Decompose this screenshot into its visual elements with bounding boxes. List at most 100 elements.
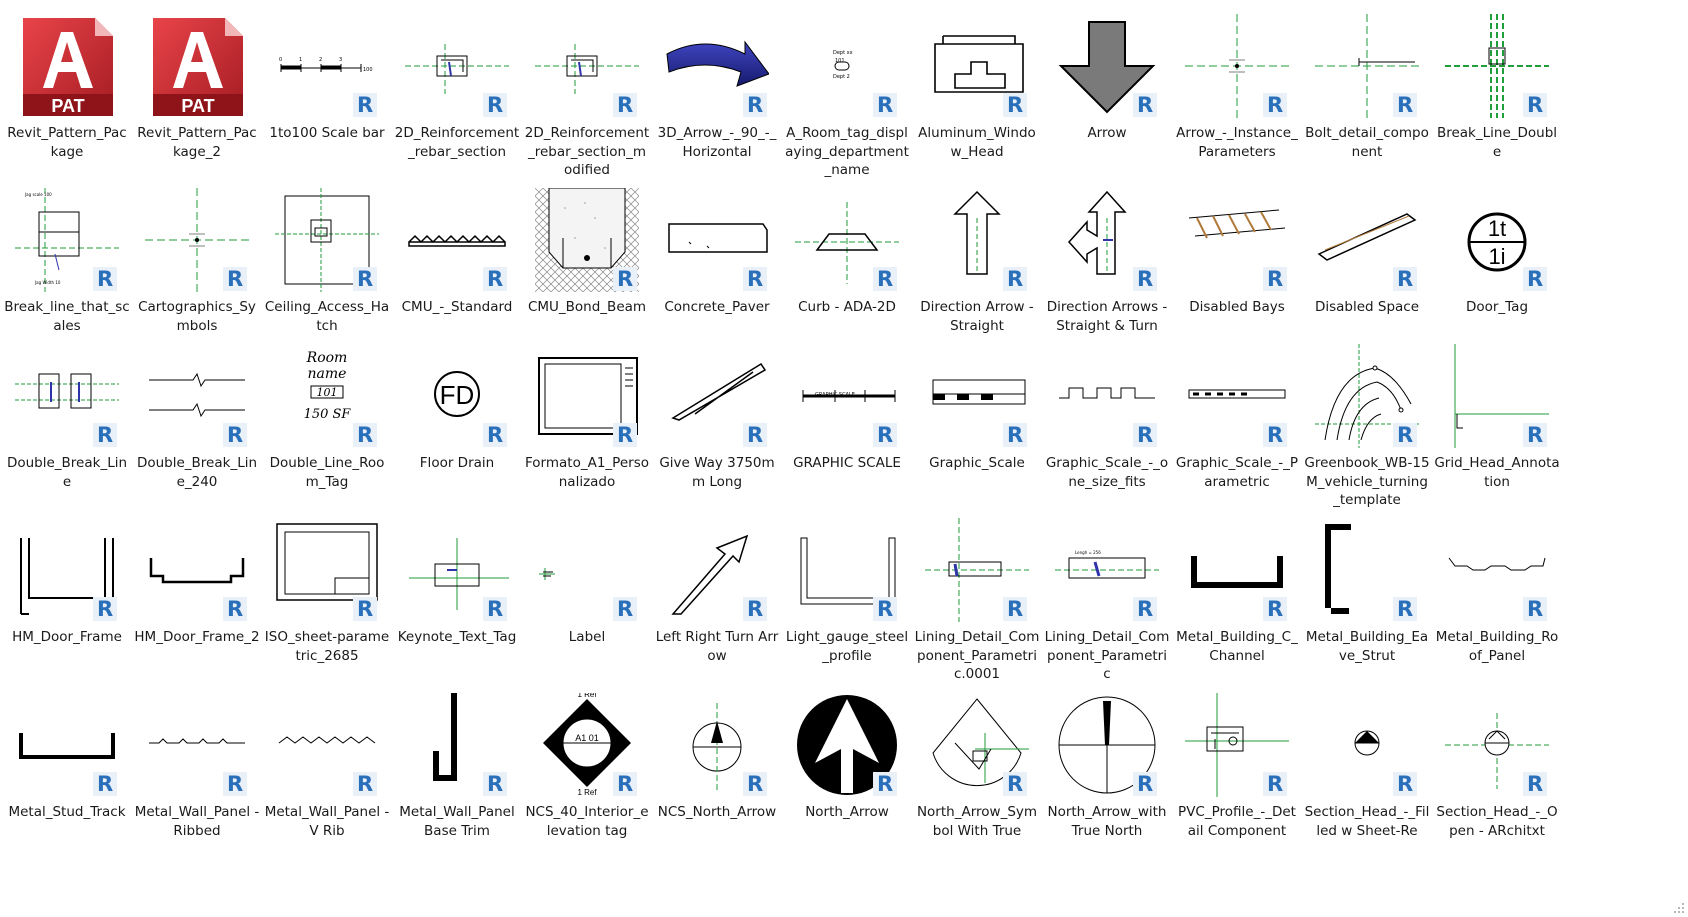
revit-badge-letter: R <box>747 93 764 117</box>
window-head-icon <box>925 14 1029 118</box>
revit-badge-letter: R <box>1137 93 1154 117</box>
revit-family-badge-icon: R <box>93 267 117 291</box>
revit-family-badge-icon: R <box>1393 267 1417 291</box>
file-name: Formato_A1_Personalizado <box>525 455 649 490</box>
revit-family-badge-icon: R <box>873 597 897 621</box>
revit-badge-letter: R <box>877 423 894 447</box>
file-name: Light_gauge_steel_profile <box>785 629 909 664</box>
file-item[interactable]: R Light_gauge_steel_profile <box>782 508 912 680</box>
sheet-icon <box>535 344 639 448</box>
svg-text:3: 3 <box>339 57 342 63</box>
revit-badge-letter: R <box>747 597 764 621</box>
file-name: Bolt_detail_component <box>1305 125 1429 160</box>
file-name: Aluminum_Window_Head <box>918 125 1036 160</box>
break-line-icon <box>1445 14 1549 118</box>
revit-family-badge-icon: R <box>1133 267 1157 291</box>
revit-badge-letter: R <box>1397 597 1414 621</box>
pat-file-icon: PAT <box>145 14 249 118</box>
svg-text:Jag scale 100: Jag scale 100 <box>24 192 52 197</box>
revit-family-badge-icon: R <box>613 772 637 796</box>
revit-family-badge-icon: R <box>1003 93 1027 117</box>
resize-grip-icon[interactable] <box>1672 901 1686 915</box>
door-frame-2-icon <box>145 518 249 622</box>
revit-family-badge-icon: R <box>613 597 637 621</box>
revit-badge-letter: R <box>1137 423 1154 447</box>
file-name: Direction Arrows - Straight & Turn <box>1046 299 1168 334</box>
revit-badge-letter: R <box>357 772 374 796</box>
revit-family-badge-icon: R <box>613 93 637 117</box>
revit-badge-letter: R <box>1007 597 1024 621</box>
file-item[interactable]: R Direction Arrows - Straight & Turn <box>1042 178 1172 350</box>
revit-badge-letter: R <box>1267 597 1284 621</box>
file-name: Arrow_-_Instance_Parameters <box>1176 125 1298 160</box>
file-name: CMU_Bond_Beam <box>527 299 647 315</box>
svg-text:1: 1 <box>299 57 302 63</box>
revit-badge-letter: R <box>357 267 374 291</box>
revit-family-badge-icon: R <box>743 267 767 291</box>
ribbed-panel-icon <box>145 693 249 797</box>
revit-badge-letter: R <box>1397 423 1414 447</box>
file-name: Section_Head_-_Filled w Sheet-Re <box>1304 804 1430 839</box>
file-item[interactable]: R Aluminum_Window_Head <box>912 4 1042 176</box>
svg-text:Dept xx: Dept xx <box>833 50 853 56</box>
